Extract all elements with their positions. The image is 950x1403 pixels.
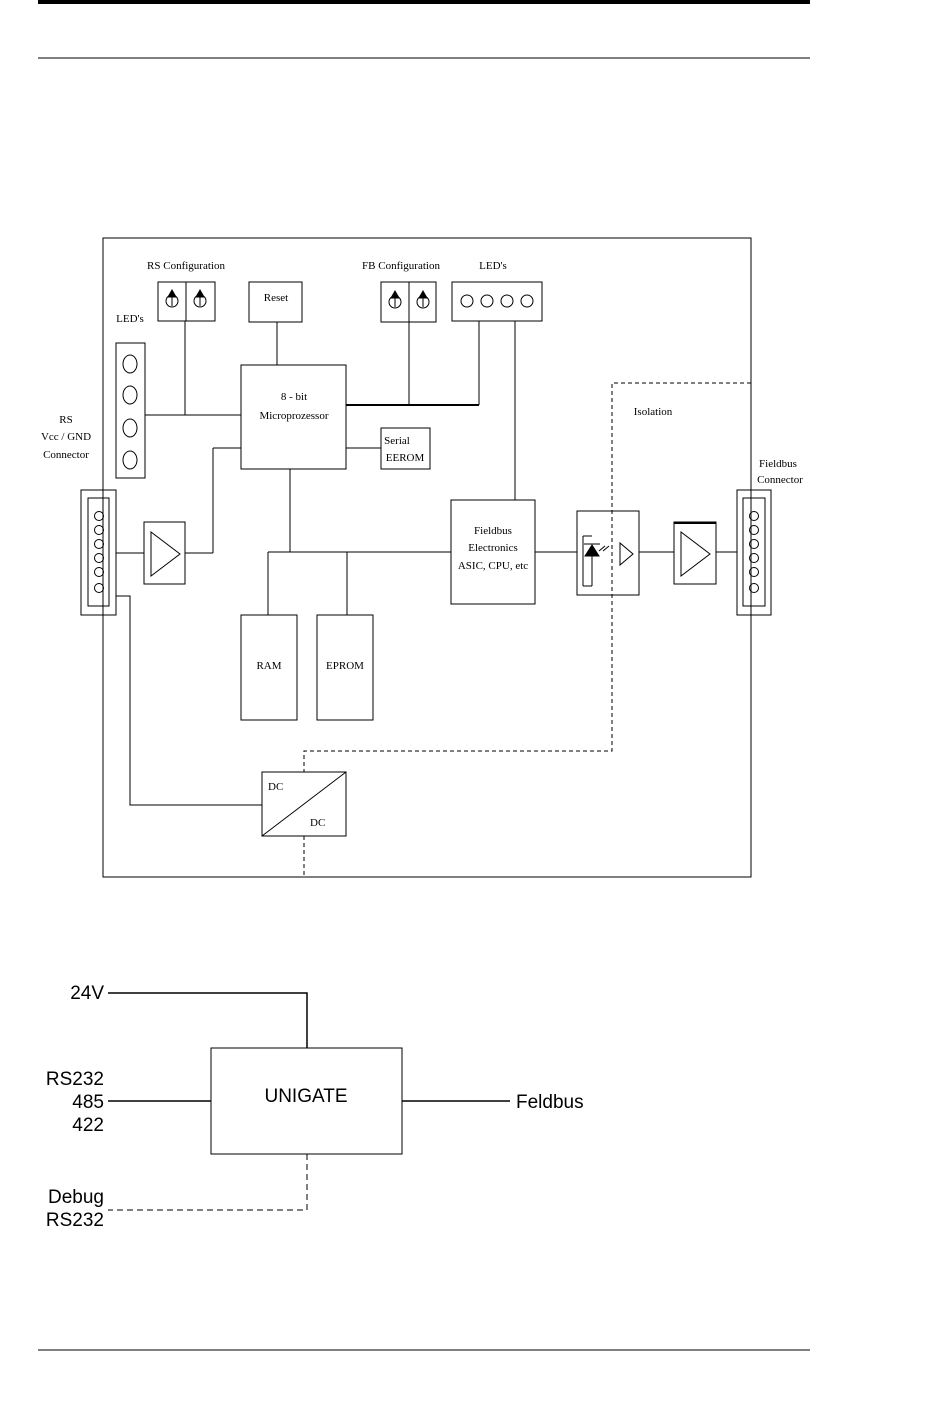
block-diagram (81, 238, 771, 877)
header-thick-rule (38, 0, 810, 4)
block-diagram-labels: RS Configuration Reset FB Configuration … (41, 260, 803, 829)
dc-output-label: DC (310, 817, 325, 829)
power-24v-label: 24V (70, 983, 104, 1004)
fieldbus-driver-amplifier (674, 522, 716, 584)
top-led-block (452, 282, 542, 321)
fieldbus-electronics-label-line3: ASIC, CPU, etc (458, 560, 528, 572)
debug-rs232-label: RS232 (46, 1210, 104, 1231)
fieldbus-connector-label-line1: Fieldbus (759, 458, 797, 470)
unigate-label: UNIGATE (264, 1086, 347, 1107)
rs232-label: RS232 (46, 1069, 104, 1090)
fb-configuration-switch (381, 282, 436, 322)
ram-label: RAM (256, 660, 281, 672)
microprocessor-label-line2: Microprozessor (259, 410, 328, 422)
debug-line (108, 1154, 307, 1210)
rs422-label: 422 (72, 1115, 104, 1136)
unigate-overview-labels: 24V UNIGATE RS232 485 422 Feldbus Debug … (46, 983, 584, 1231)
rs-connector-label-line2: Vcc / GND (41, 431, 91, 443)
debug-label: Debug (48, 1187, 104, 1208)
reset-label: Reset (264, 292, 288, 304)
eprom-label: EPROM (326, 660, 364, 672)
fieldbus-electronics-label-line1: Fieldbus (474, 525, 512, 537)
rs485-label: 485 (72, 1092, 104, 1113)
fieldbus-label: Feldbus (516, 1092, 584, 1113)
power-line (108, 993, 307, 1048)
fb-configuration-label: FB Configuration (362, 260, 440, 272)
top-leds-label: LED's (479, 260, 507, 272)
rs-connector-label-line1: RS (59, 414, 72, 426)
internal-wiring (116, 321, 737, 805)
serial-eeprom-label-line2: EEROM (386, 452, 425, 464)
left-led-block (116, 343, 145, 478)
isolation-boundary (304, 383, 751, 877)
optocoupler (577, 511, 639, 595)
fieldbus-electronics-label-line2: Electronics (468, 542, 517, 554)
serial-eeprom-label-line1: Serial (384, 435, 410, 447)
rs-driver-amplifier (144, 522, 185, 584)
rs-connector (81, 490, 116, 615)
rs-configuration-label: RS Configuration (147, 260, 225, 272)
dc-input-label: DC (268, 781, 283, 793)
fieldbus-connector (737, 490, 771, 615)
fieldbus-connector-label-line2: Connector (757, 474, 803, 486)
rs-configuration-switch (158, 282, 215, 321)
device-housing (103, 238, 751, 877)
left-leds-label: LED's (116, 313, 144, 325)
isolation-label: Isolation (634, 406, 673, 418)
microprocessor-label-line1: 8 - bit (281, 391, 307, 403)
rs-connector-label-line3: Connector (43, 449, 89, 461)
